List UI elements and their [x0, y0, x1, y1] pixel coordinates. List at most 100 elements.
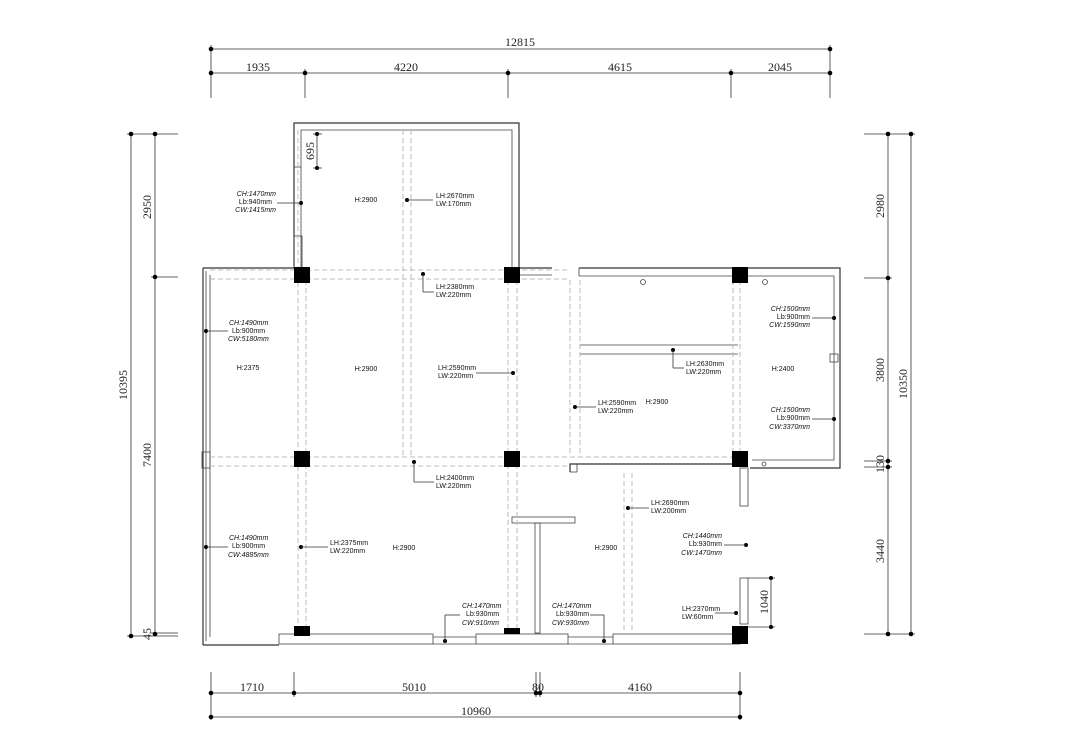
room-height-label: H:2375: [237, 365, 260, 372]
left-dimension-chain: 10395 2950 7400 45: [116, 131, 178, 640]
svg-text:Lb:930mm: Lb:930mm: [689, 541, 722, 548]
column: [504, 628, 520, 634]
window-note: CH:1470mm Lb:940mm CW:1415mm: [235, 191, 303, 214]
beam-note: LH:2670mm LW:170mm: [405, 193, 474, 208]
svg-text:LW:220mm: LW:220mm: [686, 369, 721, 376]
svg-text:LW:170mm: LW:170mm: [436, 201, 471, 208]
column: [732, 451, 748, 467]
column: [294, 451, 310, 467]
window-notes: CH:1470mm Lb:940mm CW:1415mm CH:1490mm L…: [204, 191, 836, 643]
top-dim-1: 1935: [246, 60, 270, 74]
walls: [201, 122, 841, 646]
svg-text:LH:2375mm: LH:2375mm: [330, 540, 368, 547]
svg-text:LW:220mm: LW:220mm: [436, 292, 471, 299]
svg-text:CW:1415mm: CW:1415mm: [235, 207, 276, 214]
svg-text:LH:2630mm: LH:2630mm: [686, 361, 724, 368]
svg-text:LH:2690mm: LH:2690mm: [651, 500, 689, 507]
svg-text:Lb:930mm: Lb:930mm: [466, 611, 499, 618]
bottom-dim-2: 5010: [402, 680, 426, 694]
left-overall-dim: 10395: [116, 370, 130, 400]
room-height-label: H:2400: [772, 366, 795, 373]
top-overall-dim: 12815: [505, 35, 535, 49]
beam-note: LH:2690mm LW:200mm: [626, 500, 689, 515]
bottom-dim-1: 1710: [240, 680, 264, 694]
column: [732, 626, 748, 644]
bottom-dim-3: 80: [532, 680, 544, 694]
window-note: CH:1440mm Lb:930mm CW:1470mm: [681, 533, 748, 557]
svg-text:CH:1470mm: CH:1470mm: [237, 191, 276, 198]
svg-text:LW:220mm: LW:220mm: [436, 483, 471, 490]
bottom-dim-4: 4160: [628, 680, 652, 694]
right-dim-2: 3800: [873, 358, 887, 382]
beam-note: LH:2590mm LW:220mm: [573, 400, 636, 415]
room-height-label: H:2900: [393, 545, 416, 552]
beam-lines: [210, 130, 741, 632]
room-height-label: H:2900: [646, 399, 669, 406]
right-dim-1: 2980: [873, 194, 887, 218]
room-height-label: H:2900: [355, 366, 378, 373]
svg-text:CW:1470mm: CW:1470mm: [681, 550, 722, 557]
right-opening-dim: 1040: [757, 590, 771, 614]
top-dim-4: 2045: [768, 60, 792, 74]
top-dim-3: 4615: [608, 60, 632, 74]
svg-text:CW:910mm: CW:910mm: [462, 620, 499, 627]
right-dim-3: 130: [873, 455, 887, 473]
svg-text:Lb:900mm: Lb:900mm: [777, 314, 810, 321]
room-height-label: H:2900: [595, 545, 618, 552]
room-height-label: H:2900: [355, 197, 378, 204]
beam-note: LH:2400mm LW:220mm: [412, 460, 474, 490]
svg-text:LH:2400mm: LH:2400mm: [436, 475, 474, 482]
svg-text:CW:5180mm: CW:5180mm: [228, 336, 269, 343]
svg-text:LH:2670mm: LH:2670mm: [436, 193, 474, 200]
svg-text:LW:220mm: LW:220mm: [598, 408, 633, 415]
column: [294, 267, 310, 283]
room-height-labels: H:2900 H:2375 H:2900 H:2900 H:2400 H:290…: [237, 197, 795, 552]
svg-text:LH:2380mm: LH:2380mm: [436, 284, 474, 291]
svg-text:LW:220mm: LW:220mm: [330, 548, 365, 555]
beam-notes: LH:2670mm LW:170mm LH:2380mm LW:220mm LH…: [299, 193, 738, 621]
beam-note: LH:2380mm LW:220mm: [421, 272, 474, 299]
left-dim-3: 45: [140, 628, 154, 640]
svg-text:LH:2590mm: LH:2590mm: [598, 400, 636, 407]
window-note: CH:1500mm Lb:900mm CW:3370mm: [769, 407, 836, 431]
svg-text:CH:1470mm: CH:1470mm: [462, 603, 501, 610]
window-note: CH:1470mm Lb:930mm CW:930mm: [552, 603, 606, 643]
svg-text:Lb:900mm: Lb:900mm: [777, 415, 810, 422]
top-dimension-chain: 12815 1935 4220 4615 2045: [208, 35, 833, 98]
top-opening-dim: 695: [303, 142, 317, 160]
right-dimension-chain: 2980 3800 130 3440 10350: [864, 131, 915, 637]
beam-note: LH:2590mm LW:220mm: [438, 365, 515, 380]
column: [294, 626, 310, 636]
svg-text:CH:1500mm: CH:1500mm: [771, 407, 810, 414]
bottom-dimension-chain: 1710 5010 80 4160 10960: [208, 672, 743, 720]
svg-text:Lb:940mm: Lb:940mm: [239, 199, 272, 206]
svg-text:CW:4885mm: CW:4885mm: [228, 552, 269, 559]
column: [732, 267, 748, 283]
svg-text:CH:1470mm: CH:1470mm: [552, 603, 591, 610]
svg-text:LH:2590mm: LH:2590mm: [438, 365, 476, 372]
svg-text:Lb:900mm: Lb:900mm: [232, 328, 265, 335]
svg-text:CW:1590mm: CW:1590mm: [769, 322, 810, 329]
column: [504, 267, 520, 283]
local-dimensions: 695 1040: [303, 132, 775, 629]
svg-text:Lb:900mm: Lb:900mm: [232, 543, 265, 550]
svg-text:LW:60mm: LW:60mm: [682, 614, 713, 621]
columns: [294, 267, 748, 644]
left-dim-1: 2950: [140, 195, 154, 219]
svg-text:Lb:930mm: Lb:930mm: [556, 611, 589, 618]
left-dim-2: 7400: [140, 443, 154, 467]
svg-text:CH:1440mm: CH:1440mm: [683, 533, 722, 540]
top-dim-2: 4220: [394, 60, 418, 74]
svg-text:LW:220mm: LW:220mm: [438, 373, 473, 380]
beam-note: LH:2375mm LW:220mm: [299, 540, 368, 555]
bottom-overall-dim: 10960: [461, 704, 491, 718]
beam-note: LH:2630mm LW:220mm: [671, 348, 724, 376]
window-note: CH:1500mm Lb:900mm CW:1590mm: [769, 306, 836, 329]
svg-text:LW:200mm: LW:200mm: [651, 508, 686, 515]
svg-text:CH:1490mm: CH:1490mm: [229, 320, 268, 327]
column: [504, 451, 520, 467]
right-dim-4: 3440: [873, 539, 887, 563]
window-note: CH:1490mm Lb:900mm CW:5180mm: [204, 320, 269, 343]
svg-text:CH:1490mm: CH:1490mm: [229, 535, 268, 542]
